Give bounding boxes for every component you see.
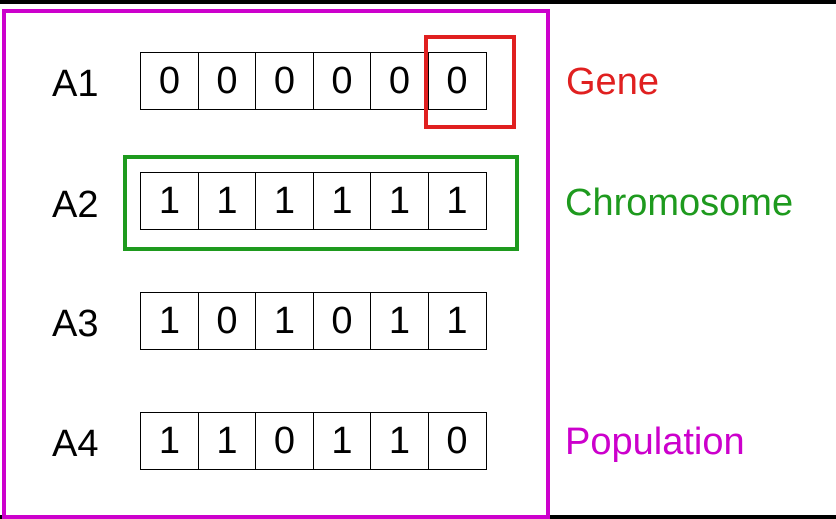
gene-cell: 1 (427, 172, 487, 230)
population-term-label: Population (565, 421, 745, 463)
gene-cell: 0 (427, 52, 487, 110)
gene-cell: 1 (312, 172, 372, 230)
gene-cell: 0 (197, 52, 257, 110)
gene-cell: 0 (370, 52, 429, 110)
chromosome-term-label: Chromosome (565, 182, 794, 224)
gene-cell: 1 (140, 412, 199, 470)
gene-cell: 1 (370, 292, 429, 350)
gene-highlight-box (424, 35, 516, 129)
diagram-panel: A1 0 0 0 0 0 0 A2 1 1 1 1 1 1 A3 1 0 1 0… (0, 4, 836, 519)
gene-term-label: Gene (566, 61, 659, 103)
chromosome-a3: 1 0 1 0 1 1 (140, 292, 487, 350)
gene-cell: 0 (312, 292, 372, 350)
row-label-a4: A4 (52, 423, 99, 465)
gene-cell: 0 (312, 52, 372, 110)
chromosome-a1: 0 0 0 0 0 0 (140, 52, 487, 110)
gene-cell: 1 (140, 292, 199, 350)
gene-cell: 1 (255, 172, 314, 230)
gene-cell: 1 (370, 412, 429, 470)
gene-cell: 0 (140, 52, 199, 110)
gene-cell: 0 (197, 292, 257, 350)
row-label-a2: A2 (52, 184, 99, 226)
gene-cell: 0 (427, 412, 487, 470)
chromosome-a2: 1 1 1 1 1 1 (140, 172, 487, 230)
chromosome-a4: 1 1 0 1 1 0 (140, 412, 487, 470)
gene-cell: 1 (312, 412, 372, 470)
gene-cell: 0 (255, 412, 314, 470)
row-label-a1: A1 (52, 63, 99, 105)
row-label-a3: A3 (52, 303, 99, 345)
gene-cell: 1 (197, 412, 257, 470)
chromosome-highlight-box (123, 155, 519, 251)
gene-cell: 0 (255, 52, 314, 110)
gene-cell: 1 (427, 292, 487, 350)
gene-cell: 1 (255, 292, 314, 350)
